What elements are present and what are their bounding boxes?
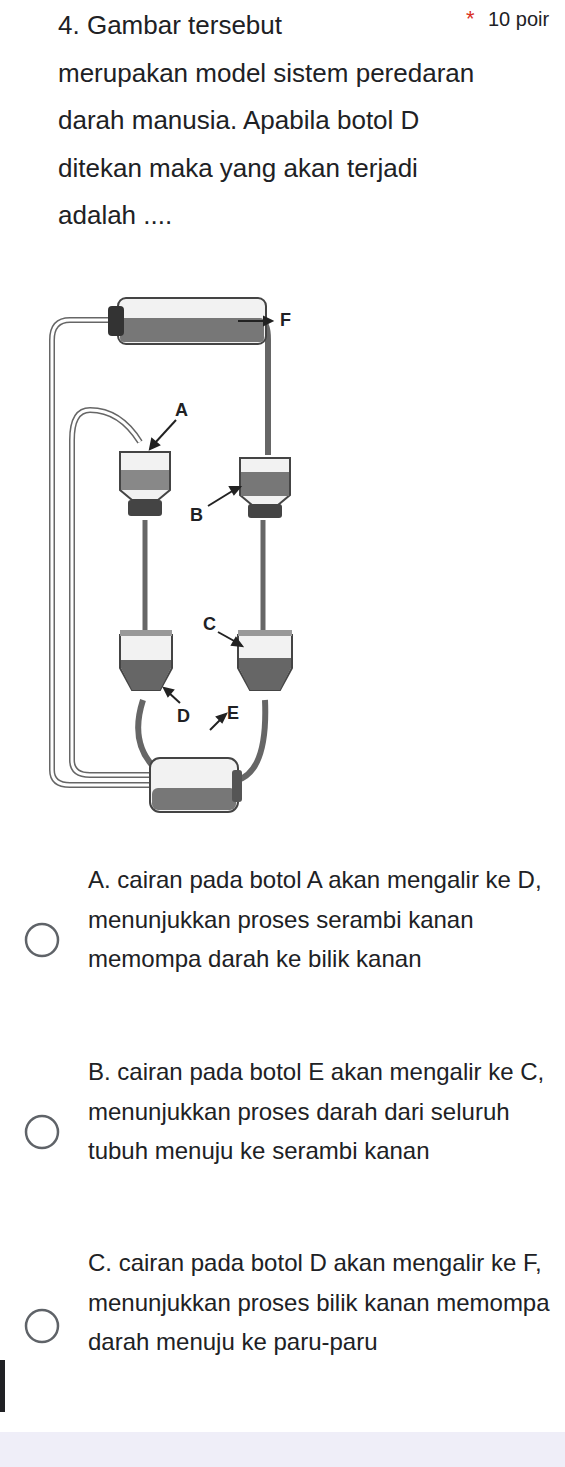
callout-letter: A — [175, 400, 188, 421]
required-mark: * — [466, 6, 475, 32]
option-text: A. cairan pada botol A akan mengalir ke … — [88, 860, 553, 979]
option-text: C. cairan pada botol D akan mengalir ke … — [88, 1243, 553, 1362]
points: 10 poir — [488, 8, 549, 31]
callout-letter: B — [190, 505, 203, 526]
callout-letter: C — [203, 614, 216, 635]
option-text: B. cairan pada botol E akan mengalir ke … — [88, 1052, 553, 1171]
callout-letter: D — [177, 706, 190, 727]
radio-button — [26, 924, 58, 1342]
callout-letter: E — [227, 703, 239, 724]
question-text: 4. Gambar tersebut merupakan model siste… — [58, 2, 498, 240]
callout-letter: F — [280, 310, 291, 331]
